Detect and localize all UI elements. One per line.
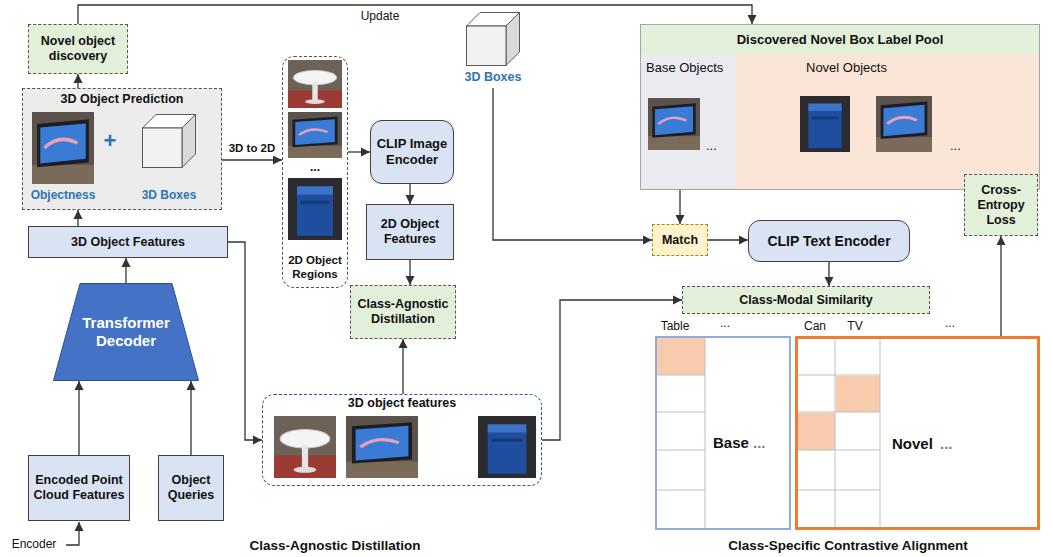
node-label: Cross-Entropy Loss xyxy=(969,183,1033,228)
node-label: 3D Boxes xyxy=(465,70,522,85)
matrix-grid xyxy=(657,338,705,528)
arrow-connector xyxy=(708,239,748,240)
node-label: Discovered Novel Box Label Pool xyxy=(737,32,944,48)
node-label: CLIP Image Encoder xyxy=(375,136,449,167)
node-label: Object Queries xyxy=(163,473,219,503)
arrow-connector xyxy=(228,242,262,440)
plus-sign: + xyxy=(104,128,117,154)
ellipsis: ... xyxy=(310,160,320,174)
encoder-box: CLIP Text Encoder xyxy=(748,220,910,262)
edge-label: 3D to 2D xyxy=(227,142,278,156)
node-label: CLIP Text Encoder xyxy=(767,233,890,250)
arrow-connector xyxy=(409,184,410,204)
novel-matrix: Novel... xyxy=(795,336,1040,530)
column-label: Table xyxy=(661,319,690,333)
node-label: Transformer Decoder xyxy=(57,314,195,350)
matrix-cell xyxy=(836,376,880,412)
matrix-cell xyxy=(657,338,705,375)
feature-box: 3D Object Features xyxy=(28,226,228,258)
arrow-connector xyxy=(190,381,191,455)
loss-box: Cross-Entropy Loss xyxy=(964,174,1038,236)
box-icon: 3D Boxes xyxy=(458,10,528,88)
column-label: TV xyxy=(847,319,862,333)
image-caption: Objectness xyxy=(31,188,96,202)
node-label: Match xyxy=(662,233,698,248)
input-arrow xyxy=(66,522,79,545)
box-cube xyxy=(467,13,520,66)
edge-label: Update xyxy=(359,9,402,23)
box-cube xyxy=(143,115,196,168)
node-note: ... xyxy=(940,435,953,453)
novel-panel: Novel Objects... xyxy=(736,54,1040,190)
pool-image xyxy=(876,96,932,152)
image-caption: 3D Boxes xyxy=(142,188,197,202)
region-image xyxy=(288,60,342,108)
base-panel: Base Objects... xyxy=(640,54,736,190)
encoder-box: CLIP Image Encoder xyxy=(370,120,454,184)
loss-box: Class-Agnostic Distillation xyxy=(350,285,456,339)
feature-image xyxy=(478,416,536,478)
pool-image xyxy=(648,98,700,150)
arrow-connector xyxy=(828,262,829,286)
matrix-cell xyxy=(798,413,835,450)
panel-fill xyxy=(22,88,222,210)
arrow-connector xyxy=(1000,236,1001,336)
node-label: 3D Object Prediction xyxy=(61,92,184,107)
node-label: 3D Object Features xyxy=(71,235,185,250)
node-note: ... xyxy=(950,138,961,154)
node-label: Base xyxy=(713,434,749,452)
input-label: Encoder xyxy=(12,537,57,551)
pool-image xyxy=(800,96,850,152)
arrow-connector xyxy=(409,260,410,285)
node-label: 3D object features xyxy=(348,396,456,411)
node-label: Class-Modal Similarity xyxy=(739,293,872,308)
feature-group: 3D object features xyxy=(262,394,542,486)
node-label: Novel xyxy=(892,435,933,453)
node-label: Novel Objects xyxy=(806,60,887,76)
match-box: Match xyxy=(652,224,708,256)
region-image xyxy=(288,178,342,240)
node-label: Class-Agnostic Distillation xyxy=(355,297,451,327)
base-matrix: Base... xyxy=(655,336,791,530)
arrow-connector xyxy=(493,88,652,240)
decoder-trapezoid: Transformer Decoder xyxy=(53,283,199,381)
section-title: Class-Specific Contrastive Alignment xyxy=(728,538,968,554)
node-note: ... xyxy=(753,434,766,452)
feature-image xyxy=(274,416,336,478)
panel-fill xyxy=(736,54,1040,190)
ellipsis: ... xyxy=(945,316,955,330)
arrow-connector xyxy=(78,381,79,455)
label-pool: Discovered Novel Box Label PoolBase Obje… xyxy=(640,24,1040,190)
node-label: 2D Object Features xyxy=(371,217,449,247)
input-box: Encoded Point Cloud Features xyxy=(28,455,130,521)
arrow-connector xyxy=(125,258,126,283)
arrow-connector xyxy=(348,151,370,152)
input-box: Object Queries xyxy=(158,455,224,521)
node-label: Novel object discovery xyxy=(33,34,123,64)
node-label: Encoded Point Cloud Features xyxy=(33,473,125,503)
arrow-connector xyxy=(402,339,403,394)
feature-image xyxy=(346,416,418,478)
node-label: 2D Object Regions xyxy=(285,254,345,282)
node-note: ... xyxy=(706,138,717,154)
trapezoid-outline xyxy=(54,284,199,381)
region-image xyxy=(288,112,342,158)
node-label: Base Objects xyxy=(646,60,723,76)
arrow-connector xyxy=(77,74,78,88)
panel-fill xyxy=(640,24,1040,190)
section-title: Class-Agnostic Distillation xyxy=(249,538,420,554)
panel-fill xyxy=(640,54,736,190)
arrow-connector xyxy=(77,210,78,226)
arrow-connector xyxy=(78,5,752,24)
ellipsis: ... xyxy=(720,316,730,330)
similarity-box: Class-Modal Similarity xyxy=(682,286,930,314)
process-box: Novel object discovery xyxy=(28,24,128,74)
feature-box: 2D Object Features xyxy=(366,204,454,260)
column-label: Can xyxy=(804,319,826,333)
matrix-grid xyxy=(798,339,880,527)
arrow-connector xyxy=(222,159,282,160)
point-cloud-image xyxy=(32,112,94,184)
arrow-connector xyxy=(679,190,680,224)
